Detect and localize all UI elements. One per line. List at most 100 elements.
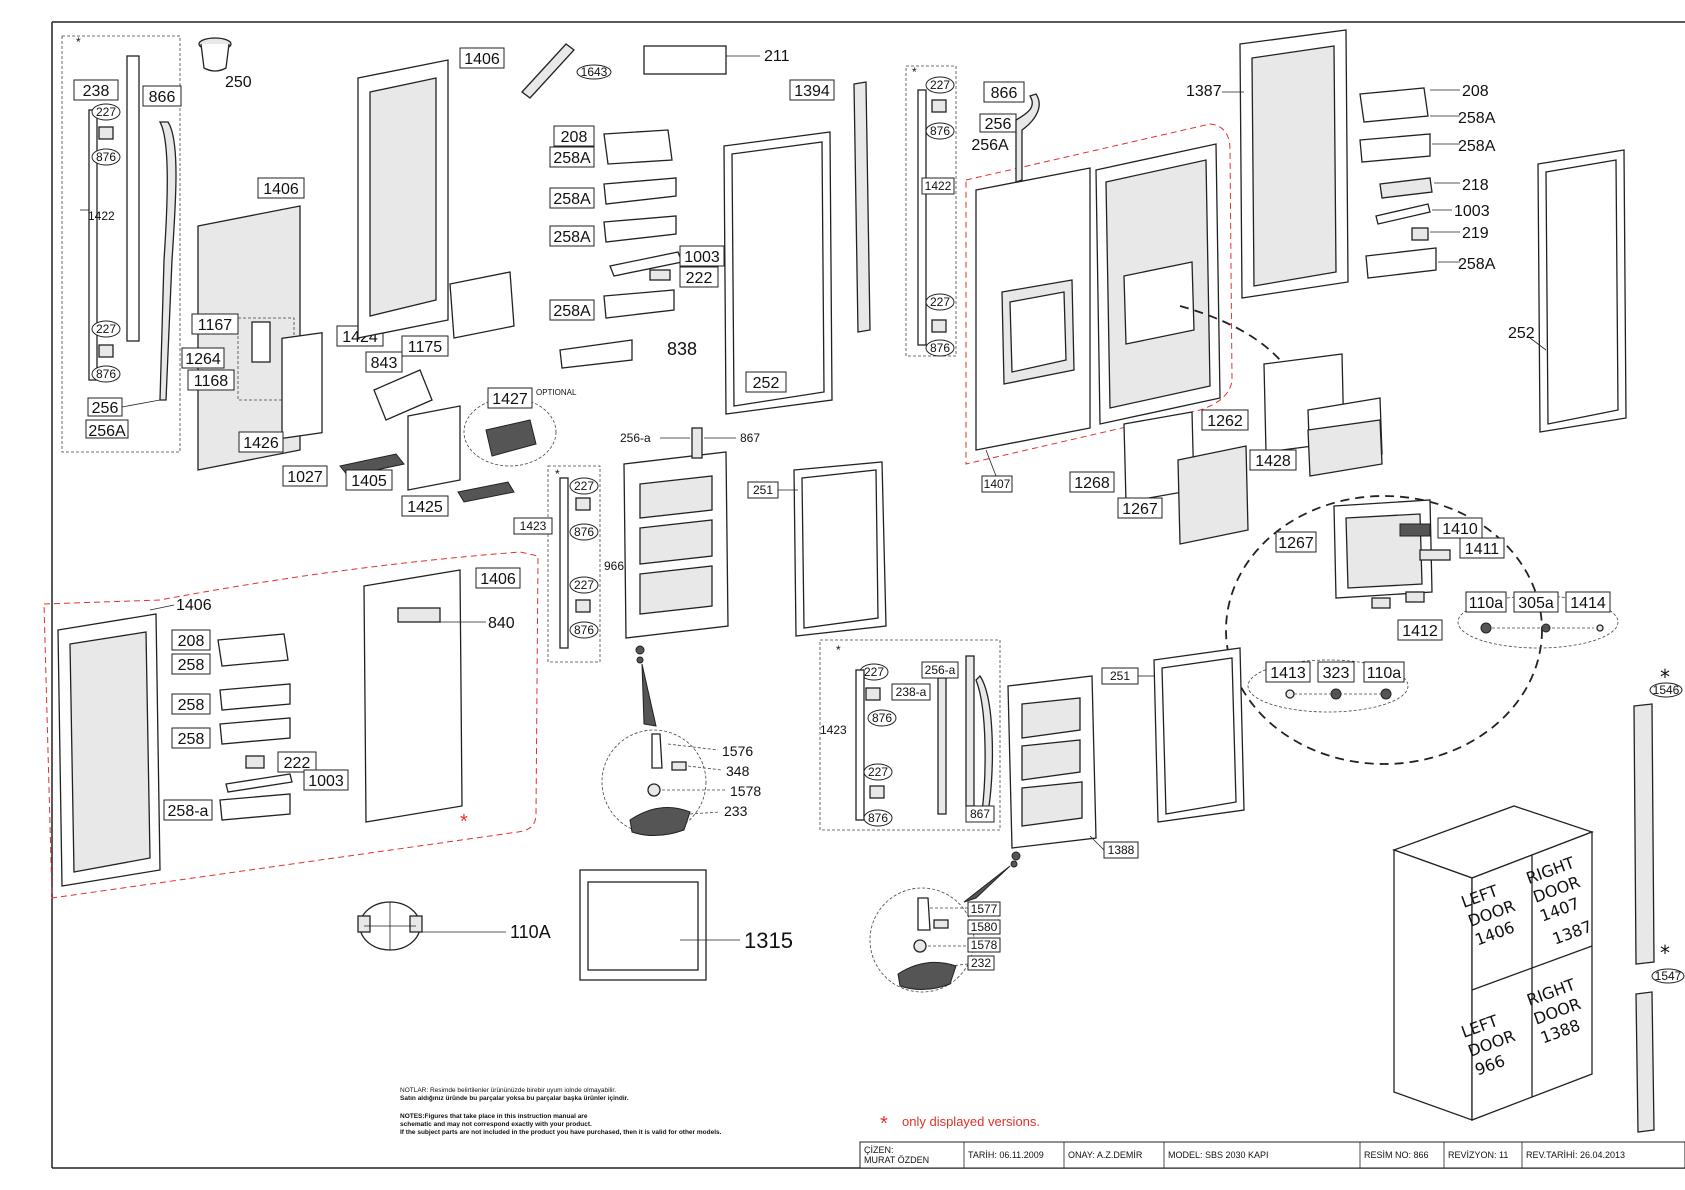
label-208: 208	[561, 129, 588, 146]
label-1577: 1577	[971, 902, 998, 916]
label-1406: 1406	[176, 597, 212, 614]
label-1414: 1414	[1570, 595, 1606, 612]
cabinet-sketch: LEFT DOOR 1406 RIGHT DOOR 1407 1387 LEFT…	[1392, 805, 1595, 1121]
label-1003: 1003	[684, 249, 720, 266]
label-866: 866	[149, 89, 176, 106]
label-1315: 1315	[744, 928, 793, 953]
label-1003: 1003	[308, 773, 344, 790]
label-256-a: 256-a	[925, 663, 956, 677]
label-218: 218	[1462, 177, 1489, 194]
label-876: 876	[930, 341, 950, 355]
label-1268: 1268	[1074, 475, 1110, 492]
label-1387: 1387	[1186, 83, 1222, 100]
label-251: 251	[1110, 669, 1130, 683]
label-1580: 1580	[971, 920, 998, 934]
label-227: 227	[930, 295, 950, 309]
label-1262: 1262	[1207, 413, 1243, 430]
label-867: 867	[970, 807, 990, 821]
label-1546: 1546	[1653, 683, 1680, 697]
part-1643-rail	[521, 43, 575, 99]
label-1406: 1406	[263, 181, 299, 198]
flap	[373, 369, 433, 421]
label-1168: 1168	[194, 373, 229, 390]
label-1413: 1413	[1270, 665, 1306, 682]
left-door-outer: 1406 1167 1264 1168 1424 1426 1027 1405 …	[181, 177, 577, 517]
label-876: 876	[872, 711, 892, 725]
part-211	[643, 45, 727, 75]
revizyon: REVİZYON: 11	[1448, 1150, 1508, 1160]
label-227: 227	[868, 765, 888, 779]
label-1426: 1426	[243, 435, 279, 452]
note-en-3: If the subject parts are not included in…	[400, 1129, 722, 1136]
label-1423: 1423	[820, 723, 847, 737]
label-323: 323	[1323, 665, 1350, 682]
label-1578: 1578	[971, 938, 998, 952]
label-110a: 110a	[1367, 665, 1402, 682]
label-1410: 1410	[1442, 521, 1478, 538]
note-tr-1: NOTLAR: Resimde belirtilenler ürününüzde…	[400, 1087, 616, 1094]
label-1407: 1407	[984, 477, 1011, 491]
label-256A: 256A	[971, 137, 1009, 154]
label-876: 876	[96, 150, 116, 164]
bin-208	[603, 129, 673, 165]
left-handle-group: * 238 227 876 1422 227 876 256 256A 866	[61, 35, 182, 453]
notes: NOTLAR: Resimde belirtilenler ürününüzde…	[400, 1087, 722, 1136]
top-middle-parts: 1643 211 208 258A 258A 258A 1003 222 258…	[521, 43, 790, 369]
panel-1267	[1177, 445, 1249, 545]
legend-text: only displayed versions.	[902, 1114, 1040, 1129]
label-258: 258	[178, 697, 205, 714]
label-1643: 1643	[581, 65, 608, 79]
shelf-258	[219, 683, 291, 711]
label-1167: 1167	[198, 317, 233, 334]
label-258A: 258A	[1458, 256, 1496, 273]
label-843: 843	[371, 355, 398, 372]
label-227: 227	[930, 78, 950, 92]
label-252: 252	[1508, 325, 1535, 342]
cizen-label: ÇİZEN:	[864, 1145, 894, 1155]
door-1388-group: * 227 876 1423 227 876 238-a 256-a 867 2…	[819, 639, 1245, 993]
middle-handle-group: * 227 876 1422 227 876	[905, 65, 957, 357]
label-258A: 258A	[1458, 110, 1496, 127]
label-232: 232	[971, 956, 991, 970]
right-door-group: 866 256 256A 1407	[965, 81, 1233, 493]
label-256-a: 256-a	[620, 431, 651, 445]
label-258: 258	[178, 657, 205, 674]
door-handle	[158, 121, 177, 401]
label-1267: 1267	[1278, 535, 1314, 552]
bar-1003	[609, 251, 683, 277]
label-966: 966	[604, 559, 624, 573]
bottom-left-dashed-outline	[43, 551, 539, 899]
label-1267: 1267	[1122, 501, 1158, 518]
label-1175: 1175	[408, 339, 443, 356]
label-252: 252	[753, 375, 780, 392]
label-258A: 258A	[553, 191, 591, 208]
star-mark: *	[76, 35, 81, 49]
shelf-258	[219, 717, 291, 745]
label-208: 208	[178, 633, 205, 650]
cizen-name: MURAT ÖZDEN	[864, 1155, 929, 1165]
label-211: 211	[764, 48, 790, 65]
optional-cover	[485, 419, 537, 457]
label-1428: 1428	[1255, 453, 1291, 470]
label-1423: 1423	[520, 519, 547, 533]
label-1425: 1425	[407, 499, 443, 516]
label-1406: 1406	[464, 51, 500, 68]
title-block: ÇİZEN: MURAT ÖZDEN TARİH: 06.11.2009 ONA…	[859, 1141, 1685, 1169]
model: MODEL: SBS 2030 KAPI	[1168, 1150, 1269, 1160]
red-star: *	[460, 811, 468, 833]
svg-text:*: *	[1660, 941, 1670, 965]
label-876: 876	[868, 811, 888, 825]
cabinet-side	[1393, 849, 1473, 1121]
shelf-258A	[603, 215, 677, 243]
shelf-258A	[603, 177, 677, 205]
label-256: 256	[985, 116, 1012, 133]
label-256A: 256A	[88, 423, 126, 440]
legend: * only displayed versions.	[880, 1113, 1040, 1135]
svg-text:*: *	[555, 467, 560, 481]
label-1388: 1388	[1108, 843, 1135, 857]
label-110A: 110A	[510, 922, 551, 942]
bottom-left-door-group: 1406 208 258 258 258 222 1003 258-a 1406…	[43, 551, 539, 899]
label-348: 348	[726, 763, 750, 779]
shelf-258A	[603, 289, 675, 319]
